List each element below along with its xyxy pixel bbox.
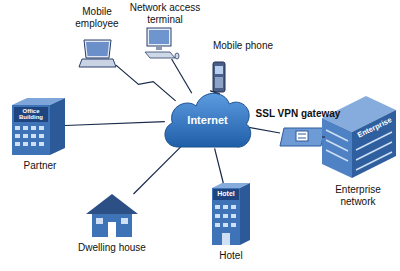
house-icon	[86, 194, 138, 237]
device-label: Partner	[12, 160, 68, 172]
device-node: Mobile employee	[79, 40, 116, 68]
cloud-label: Internet	[187, 114, 227, 126]
device-label: Enterprise network	[322, 184, 394, 207]
laptop-icon	[79, 40, 116, 67]
office-building-icon	[12, 98, 65, 155]
device-node: SSL VPN gateway	[280, 128, 325, 146]
device-label: Hotel	[201, 250, 261, 262]
gateway-icon	[280, 128, 325, 146]
device-label: Mobile employee	[69, 6, 125, 29]
network-link	[134, 144, 184, 194]
device-node: Partner	[12, 98, 65, 155]
terminal-icon	[145, 28, 179, 59]
device-label: Dwelling house	[72, 242, 152, 254]
device-label: SSL VPN gateway	[246, 108, 350, 120]
device-node: Dwelling house	[86, 194, 138, 237]
sign-text: Hotel	[213, 190, 239, 197]
device-node: Network access terminal	[145, 28, 180, 59]
phone-icon	[213, 62, 225, 92]
network-link	[215, 148, 224, 183]
network-link	[322, 136, 325, 137]
sign-text: Office Building	[14, 108, 48, 121]
hotel-building-icon	[212, 183, 250, 245]
wireless-link	[116, 65, 176, 101]
device-node: Mobile phone	[212, 62, 226, 93]
device-label: Mobile phone	[207, 40, 279, 52]
network-link	[172, 59, 192, 93]
network-link	[65, 122, 165, 126]
device-label: Network access terminal	[123, 2, 207, 25]
cloud-node: Internet	[160, 85, 255, 155]
network-link	[249, 127, 280, 133]
